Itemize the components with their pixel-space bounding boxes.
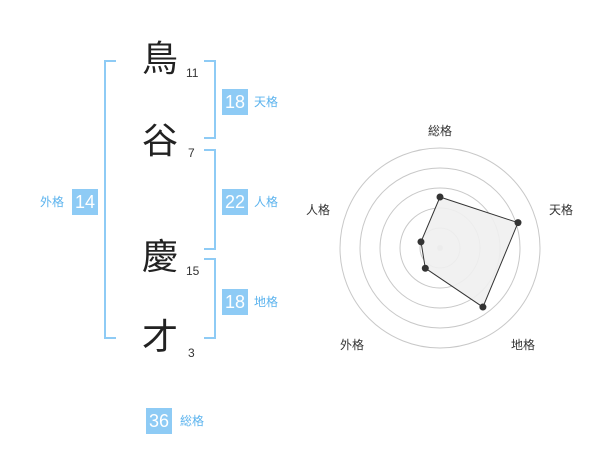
stroke-count-3: 15 bbox=[186, 264, 200, 278]
tenkaku-bracket bbox=[204, 60, 216, 139]
tenkaku-value: 18 bbox=[222, 89, 248, 115]
radar-point-1 bbox=[436, 193, 444, 201]
radar-label-gaikaku: 外格 bbox=[340, 338, 365, 352]
radar-label-soukaku: 総格 bbox=[428, 124, 453, 138]
jinkaku-label: 人格 bbox=[254, 195, 279, 209]
radar-label-tenkaku: 天格 bbox=[549, 203, 574, 217]
name-char-1: 鳥 bbox=[141, 39, 178, 80]
radar-point-5 bbox=[417, 238, 425, 246]
stroke-count-4: 3 bbox=[188, 346, 195, 360]
gaikaku-label: 外格 bbox=[40, 195, 65, 209]
jinkaku-value: 22 bbox=[222, 189, 248, 215]
stroke-count-2: 7 bbox=[188, 146, 195, 160]
gaikaku-bracket bbox=[104, 60, 116, 339]
name-char-2: 谷 bbox=[141, 121, 178, 162]
radar-points bbox=[417, 193, 522, 311]
stroke-count-1: 11 bbox=[186, 66, 199, 80]
radar-grid-ring bbox=[339, 147, 541, 349]
soukaku-label: 総格 bbox=[180, 414, 205, 428]
jinkaku-bracket bbox=[204, 149, 216, 250]
radar-polygon bbox=[420, 196, 519, 308]
name-char-3: 慶 bbox=[141, 237, 178, 278]
name-char-4: 才 bbox=[141, 317, 178, 358]
tenkaku-label: 天格 bbox=[254, 95, 279, 109]
chikaku-label: 地格 bbox=[254, 295, 279, 309]
soukaku-value: 36 bbox=[146, 408, 172, 434]
gaikaku-value: 14 bbox=[72, 189, 98, 215]
chikaku-bracket bbox=[204, 258, 216, 339]
radar-label-chikaku: 地格 bbox=[511, 338, 536, 352]
radar-point-3 bbox=[479, 303, 487, 311]
radar-grid-ring bbox=[359, 167, 521, 329]
chikaku-value: 18 bbox=[222, 289, 248, 315]
radar-point-4 bbox=[421, 264, 429, 272]
radar-point-2 bbox=[514, 219, 522, 227]
radar-label-jinkaku: 人格 bbox=[306, 203, 331, 217]
